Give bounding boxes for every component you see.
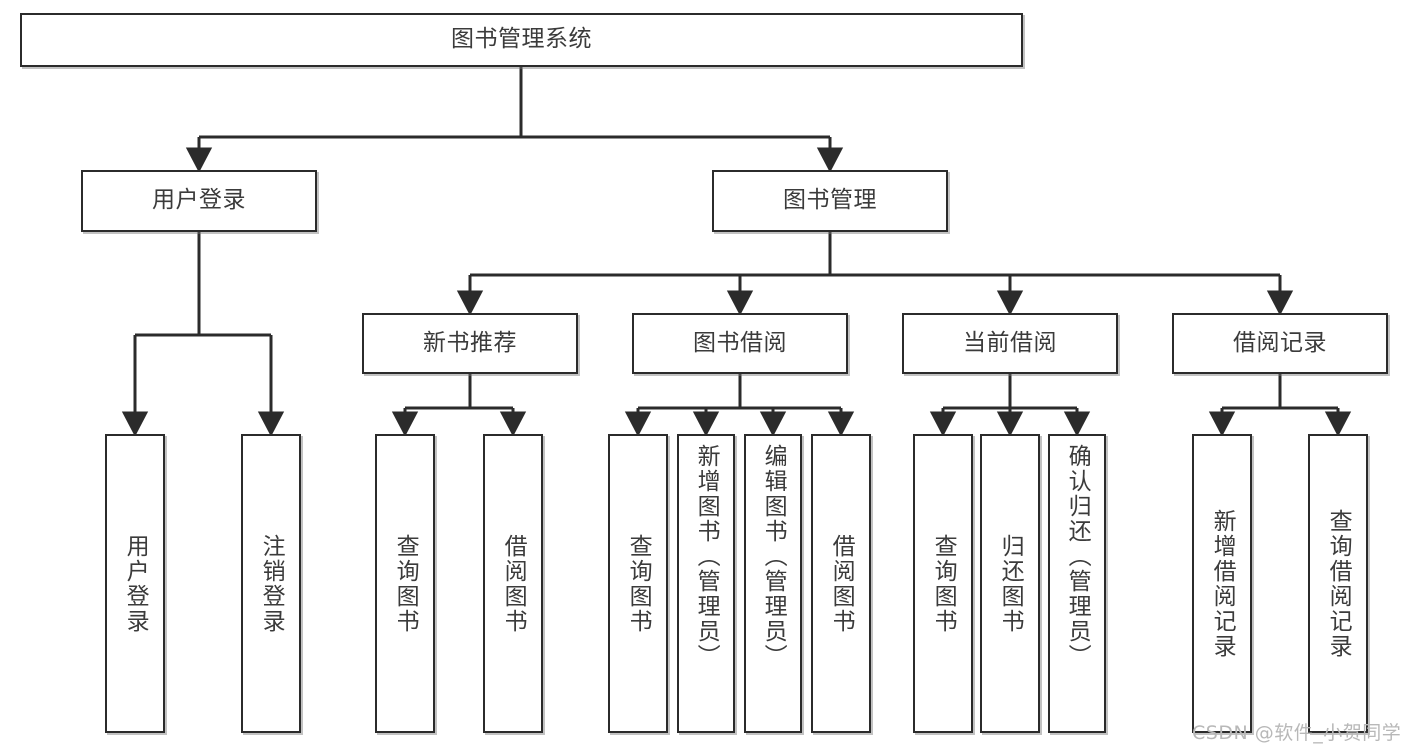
leaf-query-book-current-label: 查询图书 xyxy=(930,533,957,634)
csdn-watermark: CSDN @软件_小贺同学 xyxy=(1192,722,1402,744)
leaf-add-book-label: 新增图书（管理员） xyxy=(693,444,720,669)
node-current-borrow[interactable]: 当前借阅 xyxy=(902,313,1118,374)
leaf-confirm-return-label: 确认归还（管理员） xyxy=(1064,444,1091,669)
leaf-query-borrow-record[interactable]: 查询借阅记录 xyxy=(1308,434,1368,733)
node-book-manage[interactable]: 图书管理 xyxy=(712,170,948,232)
leaf-query-book-borrow-label: 查询图书 xyxy=(625,533,652,634)
leaf-user-login-label: 用户登录 xyxy=(122,533,149,634)
leaf-query-book-recommend-label: 查询图书 xyxy=(392,533,419,634)
node-book-borrow-label: 图书借阅 xyxy=(693,329,787,356)
leaf-query-book-recommend[interactable]: 查询图书 xyxy=(375,434,435,733)
leaf-borrow-book-recommend-label: 借阅图书 xyxy=(500,533,527,634)
node-borrow-record-label: 借阅记录 xyxy=(1233,329,1327,356)
leaf-return-book-label: 归还图书 xyxy=(997,533,1024,634)
leaf-return-book[interactable]: 归还图书 xyxy=(980,434,1040,733)
leaf-confirm-return[interactable]: 确认归还（管理员） xyxy=(1048,434,1106,733)
leaf-add-borrow-record-label: 新增借阅记录 xyxy=(1209,508,1236,659)
leaf-borrow-book-recommend[interactable]: 借阅图书 xyxy=(483,434,543,733)
leaf-add-borrow-record[interactable]: 新增借阅记录 xyxy=(1192,434,1252,733)
leaf-add-book[interactable]: 新增图书（管理员） xyxy=(677,434,735,733)
leaf-query-book-borrow[interactable]: 查询图书 xyxy=(608,434,668,733)
leaf-edit-book-label: 编辑图书（管理员） xyxy=(760,444,787,669)
node-book-manage-label: 图书管理 xyxy=(783,187,877,214)
node-user-login[interactable]: 用户登录 xyxy=(81,170,317,232)
node-root-label: 图书管理系统 xyxy=(451,26,592,53)
node-root[interactable]: 图书管理系统 xyxy=(20,13,1023,67)
leaf-user-login[interactable]: 用户登录 xyxy=(105,434,165,733)
node-new-book-recommend-label: 新书推荐 xyxy=(423,329,517,356)
leaf-query-borrow-record-label: 查询借阅记录 xyxy=(1325,508,1352,659)
node-current-borrow-label: 当前借阅 xyxy=(963,329,1057,356)
node-book-borrow[interactable]: 图书借阅 xyxy=(632,313,848,374)
leaf-logout-label: 注销登录 xyxy=(258,533,285,634)
leaf-query-book-current[interactable]: 查询图书 xyxy=(913,434,973,733)
node-borrow-record[interactable]: 借阅记录 xyxy=(1172,313,1388,374)
leaf-borrow-book-borrow[interactable]: 借阅图书 xyxy=(811,434,871,733)
node-new-book-recommend[interactable]: 新书推荐 xyxy=(362,313,578,374)
node-user-login-label: 用户登录 xyxy=(152,187,246,214)
leaf-logout[interactable]: 注销登录 xyxy=(241,434,301,733)
leaf-edit-book[interactable]: 编辑图书（管理员） xyxy=(744,434,802,733)
leaf-borrow-book-borrow-label: 借阅图书 xyxy=(828,533,855,634)
